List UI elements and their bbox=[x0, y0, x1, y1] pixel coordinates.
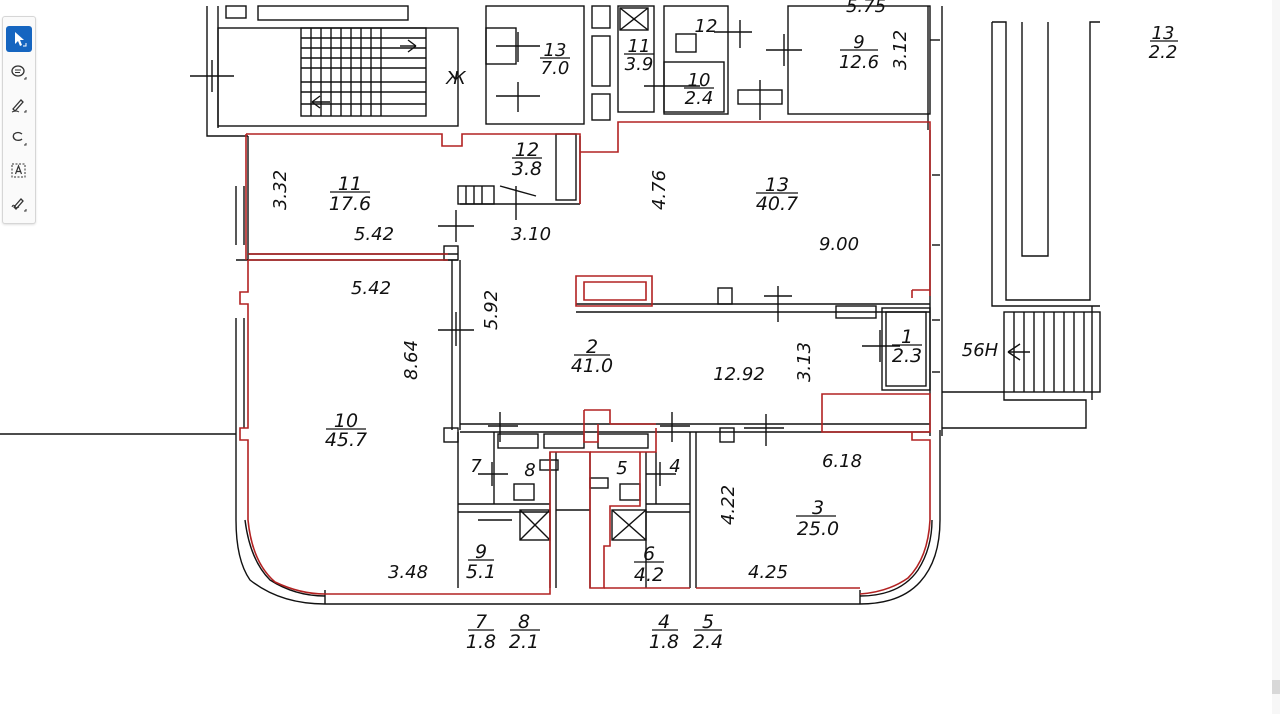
lasso-icon bbox=[12, 131, 27, 146]
room-number: 13 bbox=[765, 174, 789, 196]
room-area: 25.0 bbox=[797, 518, 839, 540]
comment-tool[interactable] bbox=[6, 59, 32, 85]
neighbor-room-area: 2.2 bbox=[1149, 42, 1178, 63]
room-number: 12 bbox=[515, 139, 539, 161]
room-number: 11 bbox=[338, 173, 362, 195]
dimension-label: 8.64 bbox=[401, 340, 422, 380]
room-area: 2.3 bbox=[892, 345, 922, 367]
room-number: 9 bbox=[475, 541, 487, 563]
dimension-label: 3.48 bbox=[388, 562, 428, 583]
dimension-label: 4.76 bbox=[649, 170, 670, 210]
lasso-tool[interactable] bbox=[6, 125, 32, 151]
room-area: 4.2 bbox=[634, 564, 664, 586]
room-number-4: 4 bbox=[669, 456, 680, 477]
dimension-label: 12.92 bbox=[713, 364, 765, 385]
cursor-arrow-icon bbox=[15, 32, 27, 47]
dimension-label: 5.92 bbox=[481, 290, 502, 330]
neighbor-room-area: 3.9 bbox=[625, 54, 654, 75]
room-number: 1 bbox=[901, 326, 913, 348]
plan-labels: 1117.6123.81340.71045.7241.012.3325.095.… bbox=[270, 0, 1177, 653]
neighbor-room-area: 7.0 bbox=[541, 58, 570, 79]
room-area: 45.7 bbox=[325, 429, 367, 451]
entrance-label: 56Н bbox=[962, 340, 999, 361]
room-number: 2 bbox=[586, 336, 598, 358]
dimension-label: 5.42 bbox=[354, 224, 394, 245]
neighbor-room-number: 10 bbox=[688, 70, 711, 91]
select-tool[interactable] bbox=[6, 26, 32, 52]
pen-icon bbox=[11, 99, 27, 113]
text-box-tool[interactable] bbox=[6, 158, 32, 184]
room-number: 5 bbox=[702, 611, 714, 633]
room-area: 2.4 bbox=[693, 631, 723, 653]
room-number-8: 8 bbox=[524, 460, 535, 481]
dimension-label: 6.18 bbox=[822, 451, 862, 472]
dimension-label: 5.42 bbox=[351, 278, 391, 299]
neighbor-room-number: 13 bbox=[1152, 23, 1175, 44]
room-number-5: 5 bbox=[616, 458, 627, 479]
speech-bubble-icon bbox=[11, 65, 27, 80]
scroll-thumb[interactable] bbox=[1272, 680, 1280, 694]
room-area: 40.7 bbox=[756, 193, 798, 215]
dimension-label: 3.10 bbox=[511, 224, 551, 245]
signature-icon bbox=[11, 198, 27, 212]
room-number: 10 bbox=[334, 410, 358, 432]
annotation-toolbar bbox=[2, 16, 36, 224]
dimension-label: 3.13 bbox=[794, 342, 815, 382]
stair-symbol: Ж bbox=[445, 68, 466, 89]
room-area: 2.1 bbox=[509, 631, 539, 653]
dimension-label: 9.00 bbox=[819, 234, 859, 255]
dimension-label: 4.22 bbox=[718, 485, 739, 525]
text-box-icon bbox=[11, 163, 26, 178]
vertical-scrollbar[interactable] bbox=[1272, 0, 1280, 714]
signature-tool[interactable] bbox=[6, 191, 32, 217]
room-number: 8 bbox=[518, 611, 530, 633]
room-number-7: 7 bbox=[470, 456, 482, 477]
room-area: 17.6 bbox=[329, 193, 371, 215]
room-area: 1.8 bbox=[466, 631, 496, 653]
pen-tool[interactable] bbox=[6, 92, 32, 118]
area-fraction-lines bbox=[326, 40, 1178, 631]
dimension-label: 3.32 bbox=[270, 170, 291, 210]
premises-boundary bbox=[239, 121, 931, 595]
room-area: 3.8 bbox=[512, 158, 542, 180]
dimension-label: 3.12 bbox=[890, 30, 911, 70]
plan-walls bbox=[0, 5, 1101, 605]
dimension-label: 4.25 bbox=[748, 562, 788, 583]
room-area: 1.8 bbox=[649, 631, 679, 653]
room-number-12: 12 bbox=[695, 16, 718, 37]
dimension-label: 5.75 bbox=[846, 0, 886, 17]
room-number: 6 bbox=[643, 543, 655, 565]
neighbor-room-area: 2.4 bbox=[685, 88, 714, 109]
room-number: 4 bbox=[658, 611, 670, 633]
room-number: 7 bbox=[475, 611, 487, 633]
room-area: 5.1 bbox=[466, 561, 496, 583]
room-number: 3 bbox=[812, 497, 824, 519]
neighbor-room-number: 11 bbox=[628, 36, 651, 57]
neighbor-room-number: 9 bbox=[853, 32, 864, 53]
neighbor-room-number: 13 bbox=[544, 40, 567, 61]
room-area: 41.0 bbox=[571, 355, 613, 377]
neighbor-room-area: 12.6 bbox=[839, 52, 879, 73]
